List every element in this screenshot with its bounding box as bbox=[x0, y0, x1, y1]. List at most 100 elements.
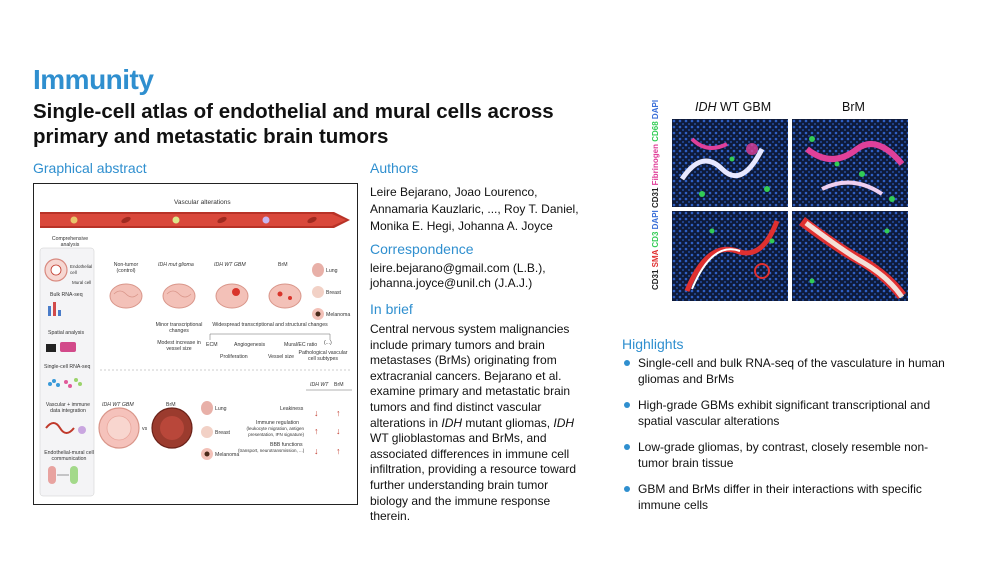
authors-heading: Authors bbox=[370, 160, 419, 176]
highlight-text: GBM and BrMs differ in their interaction… bbox=[638, 482, 922, 512]
ga-proliferation: Proliferation bbox=[220, 354, 248, 360]
in-brief-part: mutant gliomas, bbox=[462, 415, 554, 430]
ga-immune-regulation: Immune regulation bbox=[256, 420, 299, 426]
ga-comprehensive-analysis: Comprehensive analysis bbox=[51, 236, 89, 248]
highlight-item: Low-grade gliomas, by contrast, closely … bbox=[622, 439, 952, 471]
cell-icon bbox=[172, 216, 180, 224]
micro-image-brm-fibrinogen bbox=[791, 118, 909, 208]
breast-icon bbox=[312, 286, 324, 298]
correspondence-heading: Correspondence bbox=[370, 241, 474, 257]
in-brief-text: Central nervous system malignancies incl… bbox=[370, 322, 585, 525]
ga-modest-increase: Modest increase in vessel size bbox=[157, 340, 201, 352]
bullet-icon bbox=[624, 402, 630, 408]
ga-bbb-detail: (transport, neurotransmission, ...) bbox=[238, 448, 305, 453]
journal-name: Immunity bbox=[33, 64, 154, 95]
bullet-icon bbox=[624, 486, 630, 492]
ga-mural-ec-ratio: Mural/EC ratio bbox=[284, 342, 318, 348]
highlights-list: Single-cell and bulk RNA-seq of the vasc… bbox=[622, 355, 952, 523]
svg-text:↓: ↓ bbox=[314, 408, 319, 418]
ga-bottom-idh-wt-gbm: IDH WT GBM bbox=[102, 402, 134, 408]
graphical-abstract-drawing: ↓ ↑ ↑ ↓ ↓ ↑ bbox=[39, 212, 352, 497]
ga-single-cell-rnaseq: Single-cell RNA-seq bbox=[44, 364, 91, 370]
ga-breast: Breast bbox=[326, 290, 341, 296]
cell-icon bbox=[262, 216, 270, 224]
email-link-bejarano[interactable]: leire.bejarano@gmail.com (L.B.), bbox=[370, 261, 546, 275]
highlight-text: High-grade GBMs exhibit significant tran… bbox=[638, 398, 931, 428]
ga-spatial-analysis: Spatial analysis bbox=[48, 330, 85, 336]
ga-bbb-functions: BBB functions bbox=[270, 442, 303, 448]
svg-text:↑: ↑ bbox=[314, 426, 319, 436]
article-title: Single-cell atlas of endothelial and mur… bbox=[33, 100, 554, 148]
ga-bottom-melanoma: Melanoma bbox=[215, 452, 240, 458]
label-sma: SMA bbox=[651, 249, 660, 268]
svg-text:↑: ↑ bbox=[336, 446, 341, 456]
ga-widespread: Widespread transcriptional and structura… bbox=[212, 322, 328, 328]
svg-text:↑: ↑ bbox=[336, 408, 341, 418]
ga-brm: BrM bbox=[278, 262, 288, 268]
bullet-icon bbox=[624, 444, 630, 450]
highlight-item: Single-cell and bulk RNA-seq of the vasc… bbox=[622, 355, 952, 387]
ga-idh-mut: IDH mut glioma bbox=[158, 262, 194, 268]
ga-minor-changes: Minor transcriptional changes bbox=[155, 322, 203, 334]
ga-bottom-lung: Lung bbox=[215, 406, 227, 412]
lung-icon bbox=[312, 263, 324, 277]
micro-row1-label: CD31 Fibrinogen CD68 DAPI bbox=[651, 100, 660, 208]
highlight-item: GBM and BrMs differ in their interaction… bbox=[622, 481, 952, 513]
correspondence-emails: leire.bejarano@gmail.com (L.B.), johanna… bbox=[370, 261, 595, 291]
graphical-abstract-figure: ↓ ↑ ↑ ↓ ↓ ↑ Vascular alterations Compreh… bbox=[33, 183, 358, 505]
ga-melanoma: Melanoma bbox=[326, 312, 351, 318]
highlight-item: High-grade GBMs exhibit significant tran… bbox=[622, 397, 952, 429]
ga-pathological: Pathological vascular cell subtypes bbox=[298, 350, 348, 362]
label-cd31: CD31 bbox=[651, 269, 660, 290]
micro-image-gbm-fibrinogen bbox=[671, 118, 789, 208]
highlights-heading: Highlights bbox=[622, 336, 684, 352]
ga-immune-detail: (leukocyte migration, antigen presentati… bbox=[246, 426, 304, 437]
in-brief-heading: In brief bbox=[370, 301, 413, 317]
label-fibrinogen: Fibrinogen bbox=[651, 143, 660, 186]
ga-col-idh-wt: IDH WT bbox=[310, 382, 329, 388]
bullet-icon bbox=[624, 360, 630, 366]
brain-icon-non-tumor bbox=[109, 283, 143, 309]
highlight-text: Low-grade gliomas, by contrast, closely … bbox=[638, 440, 929, 470]
micro-col-gbm-rest: WT GBM bbox=[716, 100, 772, 114]
brain-icon-idh-mut bbox=[162, 283, 196, 309]
ga-vascular-immune: Vascular + immune data integration bbox=[45, 402, 91, 414]
email-link-joyce[interactable]: johanna.joyce@unil.ch (J.A.J.) bbox=[370, 276, 533, 290]
label-dapi: DAPI bbox=[651, 99, 660, 120]
ga-idh-wt-gbm: IDH WT GBM bbox=[214, 262, 246, 268]
ga-col-brm: BrM bbox=[334, 382, 344, 388]
brain-icon-brm bbox=[268, 283, 302, 309]
micro-col-brm: BrM bbox=[842, 100, 865, 114]
ga-bottom-breast: Breast bbox=[215, 430, 230, 436]
highlight-text: Single-cell and bulk RNA-seq of the vasc… bbox=[638, 356, 945, 386]
in-brief-gene: IDH bbox=[441, 415, 463, 430]
microscopy-panel: IDH WT GBM BrM bbox=[645, 100, 911, 305]
svg-text:↓: ↓ bbox=[314, 446, 319, 456]
ga-bottom-brm: BrM bbox=[166, 402, 176, 408]
ga-vs: vs bbox=[142, 426, 148, 432]
in-brief-part: Central nervous system malignancies incl… bbox=[370, 322, 571, 430]
ga-ecm: ECM bbox=[206, 342, 218, 348]
cell-icon bbox=[70, 216, 78, 224]
in-brief-part: WT glioblastomas and BrMs, and associate… bbox=[370, 431, 577, 524]
micro-col-gbm-italic: IDH bbox=[695, 100, 717, 114]
micro-col-gbm: IDH WT GBM bbox=[695, 100, 771, 114]
ga-endothelial-cell: Endothelial cell bbox=[70, 264, 93, 275]
ga-non-tumor: Non-tumor (control) bbox=[113, 262, 139, 274]
ga-angiogenesis: Angiogenesis bbox=[234, 342, 266, 348]
ga-vessel-size: Vessel size bbox=[268, 354, 294, 360]
brain-icon-idh-wt-gbm bbox=[215, 283, 249, 309]
ga-bulk-rnaseq: Bulk RNA-seq bbox=[50, 292, 83, 298]
ga-mural-cell: Mural cell bbox=[72, 280, 92, 285]
ga-endo-mural-comm: Endothelial-mural cell communication bbox=[44, 450, 94, 462]
authors-list: Leire Bejarano, Joao Lourenco, Annamaria… bbox=[370, 185, 579, 233]
micro-image-brm-sma bbox=[791, 210, 909, 302]
label-cd31: CD31 bbox=[651, 187, 660, 208]
label-cd3: CD3 bbox=[651, 231, 660, 248]
micro-row2-label: CD31 SMA CD3 DAPI bbox=[651, 210, 660, 290]
micro-image-gbm-sma bbox=[671, 210, 789, 302]
svg-text:↓: ↓ bbox=[336, 426, 341, 436]
label-dapi: DAPI bbox=[651, 210, 660, 230]
ga-vascular-alterations: Vascular alterations bbox=[174, 199, 231, 206]
ga-lung: Lung bbox=[326, 268, 338, 274]
